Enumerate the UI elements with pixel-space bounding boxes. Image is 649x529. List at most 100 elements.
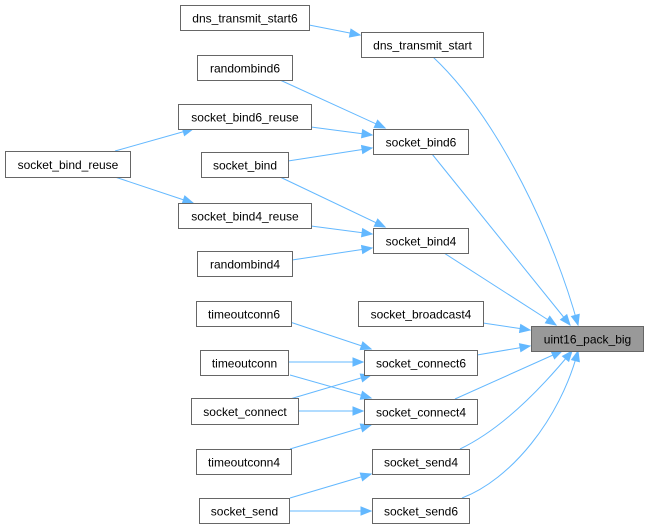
node-socket-bind4-reuse[interactable]: socket_bind4_reuse xyxy=(178,203,312,229)
arrowhead-icon xyxy=(570,349,580,363)
arrowhead-icon xyxy=(181,195,195,205)
node-dns-transmit-start6[interactable]: dns_transmit_start6 xyxy=(180,5,310,31)
node-label: dns_transmit_start6 xyxy=(192,12,298,26)
node-label: socket_send6 xyxy=(384,505,458,519)
node-box[interactable] xyxy=(199,498,290,524)
node-label: socket_bind4 xyxy=(386,235,457,249)
node-socket-send4[interactable]: socket_send4 xyxy=(372,449,470,475)
node-box[interactable] xyxy=(373,228,469,254)
node-randombind6[interactable]: randombind6 xyxy=(197,55,293,81)
edge-socket_broadcast4-to-uint16_pack_big xyxy=(482,322,532,334)
node-box[interactable] xyxy=(196,449,292,475)
arrowhead-icon xyxy=(561,349,573,363)
arrowhead-icon xyxy=(570,313,580,327)
arrowhead-icon xyxy=(360,244,374,255)
node-dns-transmit-start[interactable]: dns_transmit_start xyxy=(361,32,484,58)
node-label: socket_connect xyxy=(203,405,287,419)
node-socket-bind6-reuse[interactable]: socket_bind6_reuse xyxy=(178,104,312,130)
edge-socket_send-to-socket_send6 xyxy=(289,506,373,516)
node-socket-connect6[interactable]: socket_connect6 xyxy=(364,350,478,376)
edge-socket_connect6-to-uint16_pack_big xyxy=(476,343,532,356)
node-socket-bind4[interactable]: socket_bind4 xyxy=(373,228,469,254)
node-label: socket_bind xyxy=(213,159,277,173)
edge-socket_bind-to-socket_bind4 xyxy=(279,176,387,228)
node-box[interactable] xyxy=(372,449,470,475)
arrowhead-icon xyxy=(360,144,374,155)
edge-line xyxy=(459,350,573,450)
edge-line xyxy=(454,350,563,400)
node-label: uint16_pack_big xyxy=(544,333,631,347)
node-box[interactable] xyxy=(180,5,310,31)
arrowhead-icon xyxy=(348,28,362,38)
edge-line xyxy=(279,79,386,129)
edge-line xyxy=(114,128,194,152)
arrowhead-icon xyxy=(359,341,373,351)
node-box[interactable] xyxy=(178,104,312,130)
node-box[interactable] xyxy=(361,32,484,58)
node-box[interactable] xyxy=(191,398,299,425)
edge-socket_bind_reuse-to-socket_bind6_reuse xyxy=(114,127,195,152)
node-uint16-pack-big[interactable]: uint16_pack_big xyxy=(531,326,644,352)
node-socket-connect[interactable]: socket_connect xyxy=(191,398,299,425)
arrowhead-icon xyxy=(352,357,365,367)
node-box[interactable] xyxy=(196,301,292,327)
node-socket-send6[interactable]: socket_send6 xyxy=(372,498,470,524)
node-box[interactable] xyxy=(197,55,293,81)
node-timeoutconn6[interactable]: timeoutconn6 xyxy=(196,301,292,327)
edge-timeoutconn6-to-socket_connect6 xyxy=(289,321,373,351)
node-socket-bind-reuse[interactable]: socket_bind_reuse xyxy=(5,151,131,178)
node-box[interactable] xyxy=(372,498,470,524)
node-box[interactable] xyxy=(201,152,289,178)
node-label: dns_transmit_start xyxy=(373,39,472,53)
edge-dns_transmit_start6-to-dns_transmit_start xyxy=(308,24,362,38)
node-box[interactable] xyxy=(364,350,478,376)
edge-line xyxy=(461,350,579,499)
arrowhead-icon xyxy=(352,406,365,416)
edge-line xyxy=(289,321,372,350)
node-box[interactable] xyxy=(5,151,131,178)
edge-timeoutconn-to-socket_connect6 xyxy=(288,357,365,367)
edge-socket_bind6-to-uint16_pack_big xyxy=(431,153,571,327)
node-socket-connect4[interactable]: socket_connect4 xyxy=(364,399,478,425)
node-box[interactable] xyxy=(531,326,644,352)
edge-line xyxy=(291,247,373,261)
arrowhead-icon xyxy=(360,227,374,238)
edge-timeoutconn4-to-socket_connect4 xyxy=(289,423,373,450)
node-socket-bind6[interactable]: socket_bind6 xyxy=(373,129,469,155)
edge-line xyxy=(431,153,571,326)
nodes-layer: dns_transmit_start6 dns_transmit_startran… xyxy=(5,5,644,524)
node-label: randombind4 xyxy=(210,258,280,272)
node-box[interactable] xyxy=(364,399,478,425)
arrowhead-icon xyxy=(559,313,571,327)
edge-line xyxy=(289,374,372,399)
node-label: socket_send4 xyxy=(384,456,458,470)
node-box[interactable] xyxy=(197,251,293,277)
node-socket-send[interactable]: socket_send xyxy=(199,498,290,524)
node-box[interactable] xyxy=(358,301,484,327)
edge-line xyxy=(432,56,579,326)
arrowhead-icon xyxy=(518,343,532,353)
edge-socket_bind4_reuse-to-socket_bind4 xyxy=(310,225,374,238)
arrowhead-icon xyxy=(518,323,532,334)
edge-line xyxy=(443,252,557,326)
node-label: socket_bind_reuse xyxy=(18,158,119,172)
node-box[interactable] xyxy=(200,350,289,376)
node-box[interactable] xyxy=(178,203,312,229)
edge-line xyxy=(289,424,372,450)
edge-line xyxy=(287,147,373,162)
node-timeoutconn[interactable]: timeoutconn xyxy=(200,350,289,376)
edge-line xyxy=(114,176,194,204)
edge-socket_send6-to-uint16_pack_big xyxy=(461,349,580,499)
node-socket-broadcast4[interactable]: socket_broadcast4 xyxy=(358,301,484,327)
edge-socket_bind_reuse-to-socket_bind4_reuse xyxy=(114,176,195,205)
node-label: socket_bind6 xyxy=(386,136,457,150)
node-box[interactable] xyxy=(373,129,469,155)
node-socket-bind[interactable]: socket_bind xyxy=(201,152,289,178)
edges-layer xyxy=(114,24,580,516)
node-timeoutconn4[interactable]: timeoutconn4 xyxy=(196,449,292,475)
arrowhead-icon xyxy=(550,350,564,360)
edge-socket_connect-to-socket_connect4 xyxy=(298,406,365,416)
node-randombind4[interactable]: randombind4 xyxy=(197,251,293,277)
node-label: socket_bind4_reuse xyxy=(191,210,299,224)
